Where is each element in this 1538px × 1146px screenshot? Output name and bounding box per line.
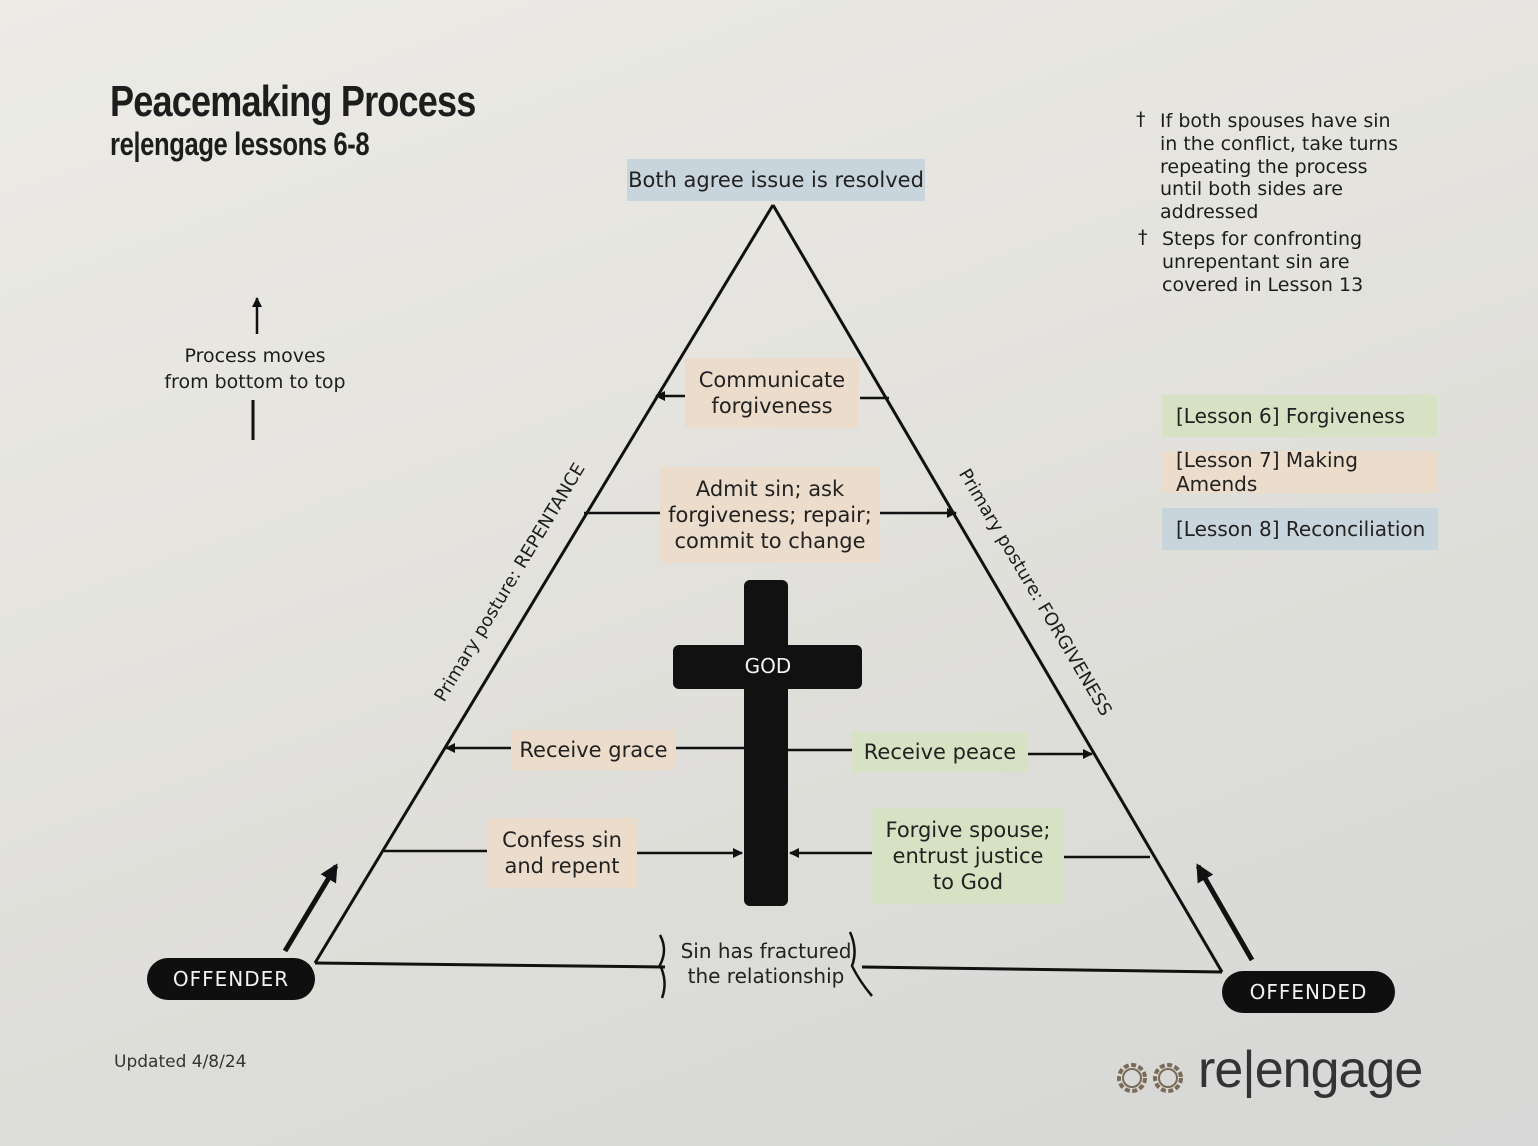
step-line: Receive grace xyxy=(519,737,668,762)
step-forgive-spouse: Forgive spouse; entrust justice to God xyxy=(872,808,1064,904)
step-line: Receive peace xyxy=(863,739,1017,764)
base-line: the relationship xyxy=(687,964,845,988)
legend-label: [Lesson 6] Forgiveness xyxy=(1176,404,1406,428)
process-direction-label: Process moves from bottom to top xyxy=(150,344,360,395)
step-admit-sin: Admit sin; ask forgiveness; repair; comm… xyxy=(660,467,880,563)
step-communicate-forgiveness: Communicate forgiveness xyxy=(685,358,859,428)
brand-wordmark: re|engage xyxy=(1198,1041,1423,1099)
step-line: commit to change xyxy=(674,529,866,554)
page-subtitle: re|engage lessons 6-8 xyxy=(110,126,370,162)
step-receive-peace: Receive peace xyxy=(852,732,1028,772)
offender-badge: OFFENDER xyxy=(147,958,315,1000)
offended-badge: OFFENDED xyxy=(1222,971,1395,1013)
dagger-icon: † xyxy=(1136,108,1146,130)
step-line: forgiveness; repair; xyxy=(668,502,872,527)
step-line: and repent xyxy=(504,854,620,878)
pyramid-outline xyxy=(313,204,1224,974)
legend-lesson-6: [Lesson 6] Forgiveness xyxy=(1162,395,1437,437)
step-line: to God xyxy=(932,870,1004,895)
note-text: Steps for confronting unrepentant sin ar… xyxy=(1162,228,1364,296)
legend-lesson-8: [Lesson 8] Reconciliation xyxy=(1162,508,1438,550)
cross-label: GOD xyxy=(744,654,792,678)
relengage-logo-icon xyxy=(1117,1063,1183,1093)
process-line: Process moves xyxy=(184,345,326,367)
step-line: entrust justice xyxy=(892,843,1044,868)
step-line: Confess sin xyxy=(502,827,622,852)
step-line: Admit sin; ask xyxy=(695,476,845,501)
process-line: from bottom to top xyxy=(164,370,346,393)
updated-date: Updated 4/8/24 xyxy=(114,1052,247,1072)
resolved-label: Both agree issue is resolved xyxy=(628,167,924,192)
note-text: If both spouses have sin in the conflict… xyxy=(1160,110,1398,224)
legend-label: [Lesson 8] Reconciliation xyxy=(1176,517,1426,541)
legend-lesson-7: [Lesson 7] Making Amends xyxy=(1162,448,1437,496)
step-line: Communicate xyxy=(698,367,846,392)
note-1: † If both spouses have sin in the confli… xyxy=(1136,108,1400,224)
cross-icon xyxy=(673,580,862,906)
base-label: Sin has fractured the relationship xyxy=(670,936,862,992)
step-line: Forgive spouse; xyxy=(885,817,1051,842)
step-line: forgiveness xyxy=(711,394,833,418)
dagger-icon: † xyxy=(1138,226,1148,248)
note-2: † Steps for confronting unrepentant sin … xyxy=(1138,226,1412,296)
page-title: Peacemaking Process xyxy=(110,77,476,126)
step-confess-sin: Confess sin and repent xyxy=(487,818,637,888)
legend-label: [Lesson 7] Making Amends xyxy=(1176,448,1358,496)
step-receive-grace: Receive grace xyxy=(511,730,676,770)
resolved-box: Both agree issue is resolved xyxy=(627,159,925,201)
base-line: Sin has fractured xyxy=(680,939,852,963)
